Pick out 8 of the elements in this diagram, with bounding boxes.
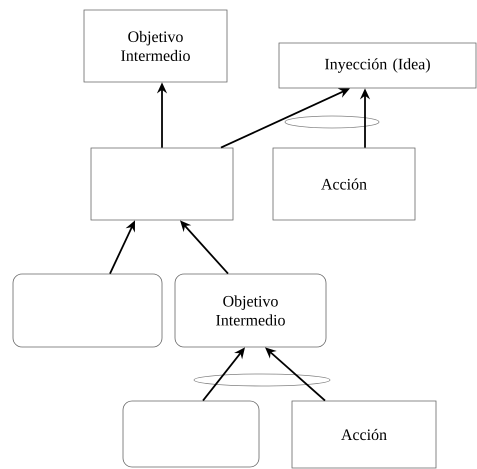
goal-box: Objetivo Intermedio [174, 274, 326, 348]
text-box: Inyección (Idea) [278, 42, 476, 88]
text-box: Acción [272, 148, 416, 220]
empty-box [12, 274, 162, 348]
text-box: Acción [292, 400, 436, 468]
empty-box [122, 400, 260, 468]
empty-box [90, 148, 234, 220]
text-box: Objetivo Intermedio [84, 10, 228, 82]
